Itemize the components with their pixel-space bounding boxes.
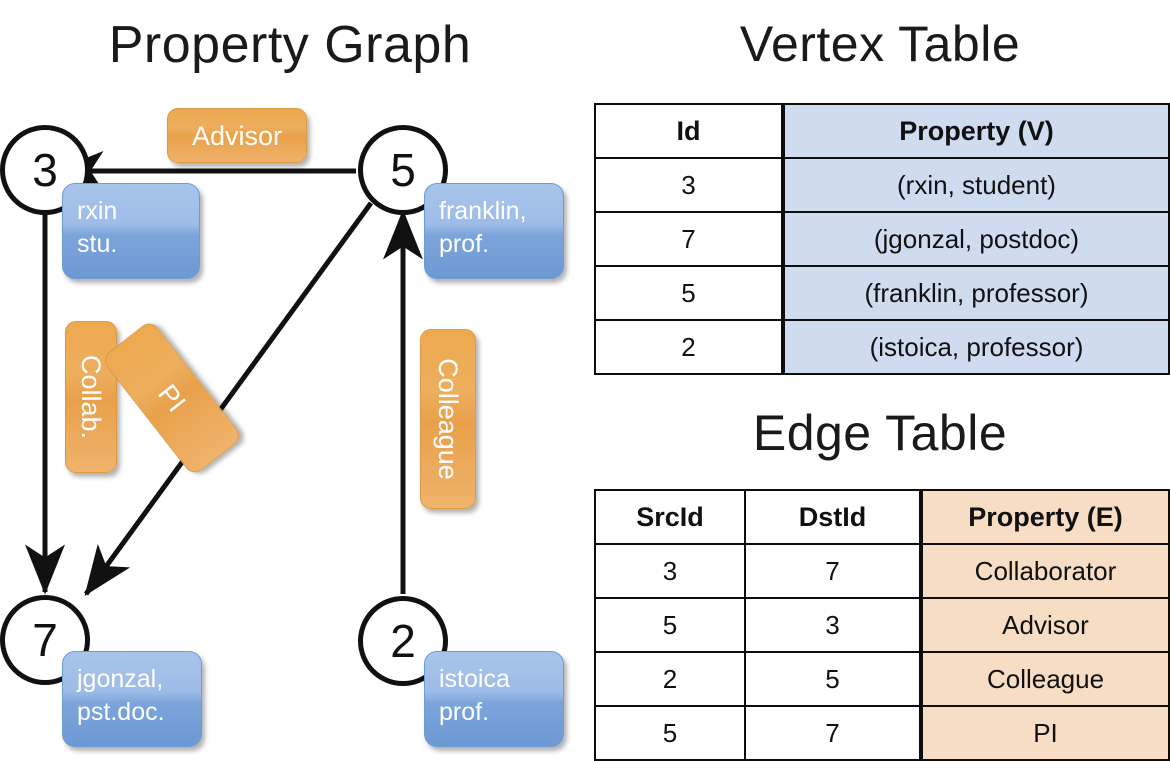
edge-table-header-dstid: DstId — [744, 489, 922, 545]
vertex-cell-id: 7 — [594, 211, 784, 267]
edge-cell-property: Colleague — [919, 651, 1170, 707]
section-title-edge-table: Edge Table — [752, 405, 1008, 461]
edge-table-row[interactable]: 5 7 PI — [594, 705, 1170, 761]
vertex-cell-property: (franklin, professor) — [781, 265, 1170, 321]
graph-node-5-id: 5 — [390, 144, 416, 196]
edge-table-header-srcid: SrcId — [594, 489, 746, 545]
node-property-box-7: jgonzal, pst.doc. — [62, 651, 202, 747]
edge-label-box-colleague: Colleague — [420, 329, 476, 509]
node-property-box-3-line2: stu. — [77, 230, 118, 258]
vertex-cell-id: 5 — [594, 265, 784, 321]
edge-table-row[interactable]: 2 5 Colleague — [594, 651, 1170, 707]
vertex-cell-property: (jgonzal, postdoc) — [781, 211, 1170, 267]
vertex-table: Id Property (V) 3 (rxin, student) 7 (jgo… — [594, 103, 1170, 375]
node-property-box-2-line1: istoica — [439, 665, 510, 693]
edge-table-header-property: Property (E) — [919, 489, 1170, 545]
edge-label-text-advisor: Advisor — [191, 120, 283, 151]
node-property-box-7-line1: jgonzal, — [77, 665, 164, 693]
edge-cell-dstid: 3 — [744, 597, 922, 653]
vertex-table-row[interactable]: 2 (istoica, professor) — [594, 319, 1170, 375]
node-property-box-3-line1: rxin — [77, 197, 118, 225]
node-property-box-2: istoica prof. — [424, 651, 564, 747]
edge-cell-srcid: 5 — [594, 705, 746, 761]
property-graph-diagram: 3 5 7 2 rxin stu. franklin, prof. jgonza… — [0, 88, 585, 760]
vertex-cell-property: (istoica, professor) — [781, 319, 1170, 375]
vertex-table-header-row: Id Property (V) — [594, 103, 1170, 159]
node-property-box-3: rxin stu. — [62, 183, 200, 279]
vertex-cell-id: 2 — [594, 319, 784, 375]
vertex-table-header-id: Id — [594, 103, 784, 159]
node-property-box-7-line2: pst.doc. — [77, 698, 165, 726]
edge-label-text-collab: Collab. — [76, 354, 107, 440]
vertex-table-row[interactable]: 7 (jgonzal, postdoc) — [594, 211, 1170, 267]
node-property-box-2-line2: prof. — [439, 698, 490, 726]
graph-node-2-id: 2 — [390, 615, 416, 667]
edge-cell-srcid: 3 — [594, 543, 746, 599]
edge-cell-property: Advisor — [919, 597, 1170, 653]
node-property-box-5-line2: prof. — [439, 230, 490, 258]
page-title-property-graph: Property Graph — [108, 16, 472, 74]
node-property-box-5-line1: franklin, — [439, 197, 527, 225]
edge-table-row[interactable]: 5 3 Advisor — [594, 597, 1170, 653]
edge-cell-property: Collaborator — [919, 543, 1170, 599]
edge-table-row[interactable]: 3 7 Collaborator — [594, 543, 1170, 599]
edge-label-text-colleague: Colleague — [433, 358, 463, 480]
edge-cell-srcid: 5 — [594, 597, 746, 653]
edge-table: SrcId DstId Property (E) 3 7 Collaborato… — [594, 489, 1170, 761]
edge-cell-dstid: 7 — [744, 705, 922, 761]
graph-node-5[interactable]: 5 — [358, 125, 448, 215]
edge-label-text-pi: PI — [152, 378, 192, 418]
graph-node-7-id: 7 — [32, 614, 58, 666]
edge-cell-dstid: 5 — [744, 651, 922, 707]
edge-label-box-pi: PI — [100, 319, 244, 477]
graph-node-3-id: 3 — [32, 144, 58, 196]
edge-label-box-advisor: Advisor — [167, 108, 307, 163]
edge-cell-srcid: 2 — [594, 651, 746, 707]
edge-table-header-row: SrcId DstId Property (E) — [594, 489, 1170, 545]
vertex-table-row[interactable]: 5 (franklin, professor) — [594, 265, 1170, 321]
vertex-cell-property: (rxin, student) — [781, 157, 1170, 213]
edge-label-box-collab: Collab. — [65, 321, 117, 473]
node-property-box-5: franklin, prof. — [424, 183, 564, 279]
vertex-cell-id: 3 — [594, 157, 784, 213]
vertex-table-row[interactable]: 3 (rxin, student) — [594, 157, 1170, 213]
vertex-table-header-property: Property (V) — [781, 103, 1170, 159]
section-title-vertex-table: Vertex Table — [739, 16, 1021, 72]
edge-cell-property: PI — [919, 705, 1170, 761]
edge-cell-dstid: 7 — [744, 543, 922, 599]
